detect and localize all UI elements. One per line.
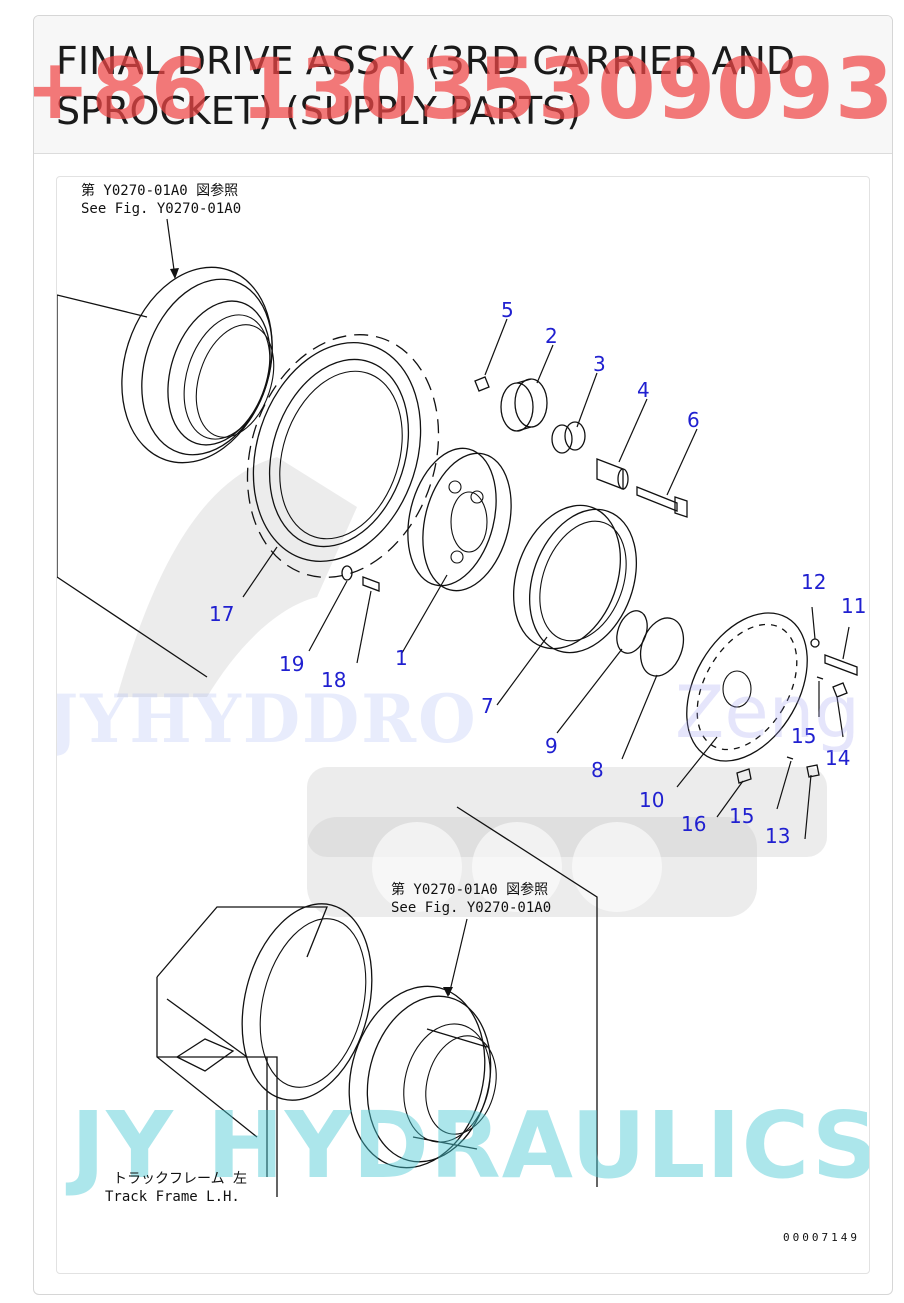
callout-3: 3 (593, 352, 606, 376)
ref-mid-en: See Fig. Y0270-01A0 (391, 900, 551, 916)
background-logo (117, 457, 827, 917)
ref-top-jp: 第 Y0270-01A0 図参照 (81, 182, 238, 199)
callout-2: 2 (545, 324, 558, 348)
leader-ref-mid (448, 918, 468, 996)
frame-label-jp: トラックフレーム 左 (113, 1171, 247, 1187)
callout-11: 11 (841, 594, 866, 618)
page-title: FINAL DRIVE ASS'Y (3RD CARRIER AND SPROC… (56, 39, 796, 133)
carrier (407, 447, 512, 592)
final-drive-hub (348, 985, 497, 1169)
callout-15-upper: 15 (791, 724, 816, 748)
card-header: FINAL DRIVE ASS'Y (3RD CARRIER AND SPROC… (34, 16, 892, 154)
planet-gear-set (474, 376, 688, 518)
ref-top-en: See Fig. Y0270-01A0 (81, 201, 241, 217)
callout-7: 7 (481, 694, 494, 718)
cover-plate (686, 612, 808, 762)
callout-15-lower: 15 (729, 804, 754, 828)
callout-9: 9 (545, 734, 558, 758)
ring-gear (512, 504, 638, 654)
callout-numbers: 5 2 3 4 6 17 19 18 1 7 9 8 10 12 11 15 1… (209, 298, 866, 848)
drawing-number: 00007149 (783, 1231, 860, 1244)
callout-6: 6 (687, 408, 700, 432)
frame-label-en: Track Frame L.H. (105, 1189, 240, 1205)
exploded-diagram: 第 Y0270-01A0 図参照 See Fig. Y0270-01A0 (56, 176, 870, 1274)
callout-19: 19 (279, 652, 304, 676)
track-frame (156, 806, 598, 1197)
callout-5: 5 (501, 298, 514, 322)
callout-18: 18 (321, 668, 346, 692)
parts-card: FINAL DRIVE ASS'Y (3RD CARRIER AND SPROC… (33, 15, 893, 1295)
watermark-jyhyddro: JYHYDDRO (57, 680, 478, 758)
fasteners (341, 565, 858, 784)
thrust-ring (639, 617, 685, 677)
watermark-jy-hydraulics: JY HYDRAULICS (65, 1092, 869, 1199)
callout-13: 13 (765, 824, 790, 848)
leader-lines (242, 318, 850, 840)
callout-1: 1 (395, 646, 408, 670)
callout-12: 12 (801, 570, 826, 594)
housing (57, 266, 275, 678)
diagram-drawing: 第 Y0270-01A0 図参照 See Fig. Y0270-01A0 (57, 182, 869, 1244)
leader-ref-top (166, 218, 176, 278)
callout-4: 4 (637, 378, 650, 402)
callout-8: 8 (591, 758, 604, 782)
watermark-zeng: Zeng (675, 670, 860, 754)
phone-watermark: +86 13035309093 (33, 40, 893, 138)
callout-14: 14 (825, 746, 850, 770)
callout-16: 16 (681, 812, 706, 836)
ref-mid-jp: 第 Y0270-01A0 図参照 (391, 881, 548, 898)
sprocket (246, 334, 440, 578)
callout-17: 17 (209, 602, 234, 626)
callout-10: 10 (639, 788, 664, 812)
